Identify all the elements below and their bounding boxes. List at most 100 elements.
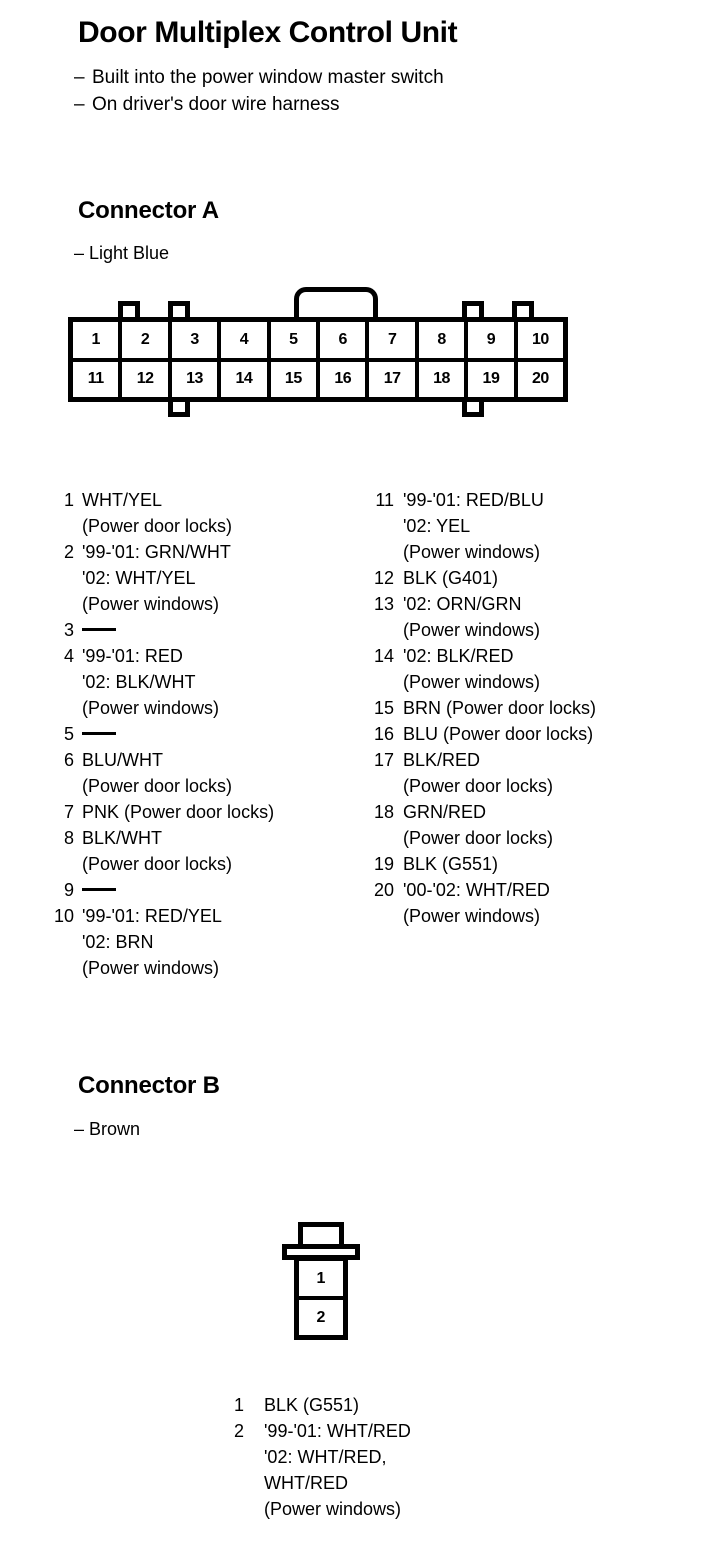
pin-description-line: '99-'01: RED/BLU xyxy=(403,490,544,510)
pin-description xyxy=(82,877,350,903)
pin-number: 11 xyxy=(375,490,394,510)
connector-b-diagram: 1 2 xyxy=(282,1222,362,1342)
connector-a-top-tab-3 xyxy=(462,301,484,321)
pin-row: 11'99-'01: RED/BLU'02: YEL(Power windows… xyxy=(368,487,688,565)
pin-row: 14'02: BLK/RED(Power windows) xyxy=(368,643,688,695)
connector-a-top-tab-4 xyxy=(512,301,534,321)
pin-description-line: BLK (G551) xyxy=(403,854,499,874)
pin-number: 6 xyxy=(63,750,74,770)
pin-description-line: (Power windows) xyxy=(403,542,541,562)
pin-number: 15 xyxy=(373,698,394,718)
connector-a-pin-cell: 6 xyxy=(320,322,370,358)
pin-description-line: (Power door locks) xyxy=(403,828,554,848)
pin-row: 2 '99-'01: WHT/RED '02: WHT/RED, WHT/RED (Po… xyxy=(226,1418,566,1522)
connector-b-color-note: – Brown xyxy=(74,1119,141,1139)
pin-description-line: '02: ORN/GRN xyxy=(403,594,522,614)
connector-a-color-note: – Light Blue xyxy=(74,243,170,263)
dash-bullet-icon: – xyxy=(74,67,85,88)
connector-a-pin-cell: 14 xyxy=(221,361,271,397)
connector-a-pin-cell: 19 xyxy=(468,361,518,397)
connector-b-heading: Connector B xyxy=(78,1072,220,1099)
pin-description-line: WHT/YEL xyxy=(82,490,163,510)
pin-description xyxy=(82,617,350,643)
pin-description: BRN (Power door locks) xyxy=(403,695,688,721)
pin-description-line: BLK/RED xyxy=(403,750,481,770)
connector-a-pin-list-right: 11'99-'01: RED/BLU'02: YEL(Power windows… xyxy=(368,487,688,929)
connector-a-pin-cell: 12 xyxy=(122,361,172,397)
pin-number: 18 xyxy=(373,802,394,822)
connector-a-top-tab-2 xyxy=(168,301,190,321)
pin-description: BLU/WHT(Power door locks) xyxy=(82,747,350,799)
pin-description: '00-'02: WHT/RED(Power windows) xyxy=(403,877,688,929)
connector-a-pin-cell: 17 xyxy=(369,361,419,397)
pin-description: '99-'01: WHT/RED '02: WHT/RED, WHT/RED (Pow… xyxy=(264,1418,566,1522)
pin-number: 1 xyxy=(63,490,74,510)
pin-description-line: '02: BLK/RED xyxy=(403,646,514,666)
connector-a-pin-cell: 20 xyxy=(531,370,549,388)
pin-row: 9 xyxy=(50,877,350,903)
pin-description-line: '99-'01: GRN/WHT xyxy=(82,542,231,562)
pin-description-line: WHT/RED xyxy=(264,1473,348,1493)
pin-row: 3 xyxy=(50,617,350,643)
pin-description: '02: BLK/RED(Power windows) xyxy=(403,643,688,695)
pin-number: 3 xyxy=(63,620,74,640)
pin-description-line: '99-'01: RED/YEL xyxy=(82,906,222,926)
pin-description-line: '99-'01: WHT/RED xyxy=(264,1421,411,1441)
pin-description-line: (Power door locks) xyxy=(403,776,554,796)
pin-description: '99-'01: RED/YEL '02: BRN (Power windows) xyxy=(82,903,350,981)
pin-description-line: BLU (Power door locks) xyxy=(403,724,594,744)
connector-a-top-tab-1 xyxy=(118,301,140,321)
pin-description-line: (Power windows) xyxy=(82,698,220,718)
pin-number: 10 xyxy=(53,906,74,926)
connector-a-pin-cell: 15 xyxy=(271,361,321,397)
pin-not-used-dash-icon xyxy=(82,628,116,631)
connector-a-pin-cell: 10 xyxy=(531,330,549,348)
pin-description-line: BLU/WHT xyxy=(82,750,163,770)
connector-a-pin-cell: 1 xyxy=(73,322,123,358)
connector-a-heading: Connector A xyxy=(78,197,219,224)
connector-b-pin-cell: 1 xyxy=(299,1261,343,1300)
pin-row: 17 BLK/RED (Power door locks) xyxy=(368,747,688,799)
pin-description-line: (Power windows) xyxy=(403,620,541,640)
pin-not-used-dash-icon xyxy=(82,888,116,891)
pin-description-line: '02: WHT/RED, xyxy=(264,1447,387,1467)
pin-description: BLU (Power door locks) xyxy=(403,721,688,747)
pin-number: 2 xyxy=(233,1421,244,1441)
pin-description: BLK (G551) xyxy=(403,851,688,877)
pin-row: 5 xyxy=(50,721,350,747)
pin-description: BLK (G401) xyxy=(403,565,688,591)
pin-description-line: '00-'02: WHT/RED xyxy=(403,880,550,900)
pin-description-line: (Power windows) xyxy=(264,1499,402,1519)
connector-a-pin-cell: 18 xyxy=(419,361,469,397)
pin-description-line: (Power door locks) xyxy=(82,516,233,536)
pin-description-line: '02: BLK/WHT xyxy=(82,672,196,692)
pin-number: 8 xyxy=(63,828,74,848)
dash-bullet-icon: – xyxy=(74,94,85,115)
connector-a-bottom-tab-2 xyxy=(462,397,484,417)
pin-description: BLK (G551) xyxy=(264,1392,566,1418)
pin-number: 4 xyxy=(63,646,74,666)
document-note-1-text: On driver's door wire harness xyxy=(92,94,340,115)
pin-description-line: '02: BRN xyxy=(82,932,154,952)
pin-number: 2 xyxy=(63,542,74,562)
pin-description-line: BLK (G401) xyxy=(403,568,499,588)
connector-a-pin-cell: 5 xyxy=(271,322,321,358)
pin-description-line: (Power windows) xyxy=(82,958,220,978)
pin-description-line: (Power windows) xyxy=(82,594,220,614)
document-notes: –Built into the power window master swit… xyxy=(74,64,444,118)
pin-description-line: '99-'01: RED xyxy=(82,646,183,666)
connector-a-pin-cell: 9 xyxy=(468,322,518,358)
connector-a-pin-cell: 2 xyxy=(122,322,172,358)
connector-a-pin-grid: 1 2 3 4 5 6 7 8 9 10 11 12 13 14 15 16 1… xyxy=(68,317,568,402)
connector-b-pin-cell: 2 xyxy=(316,1308,326,1326)
pin-number: 17 xyxy=(373,750,394,770)
connector-b-latch-icon xyxy=(298,1222,344,1246)
pin-number: 5 xyxy=(63,724,74,744)
connector-a-pin-cell: 7 xyxy=(369,322,419,358)
